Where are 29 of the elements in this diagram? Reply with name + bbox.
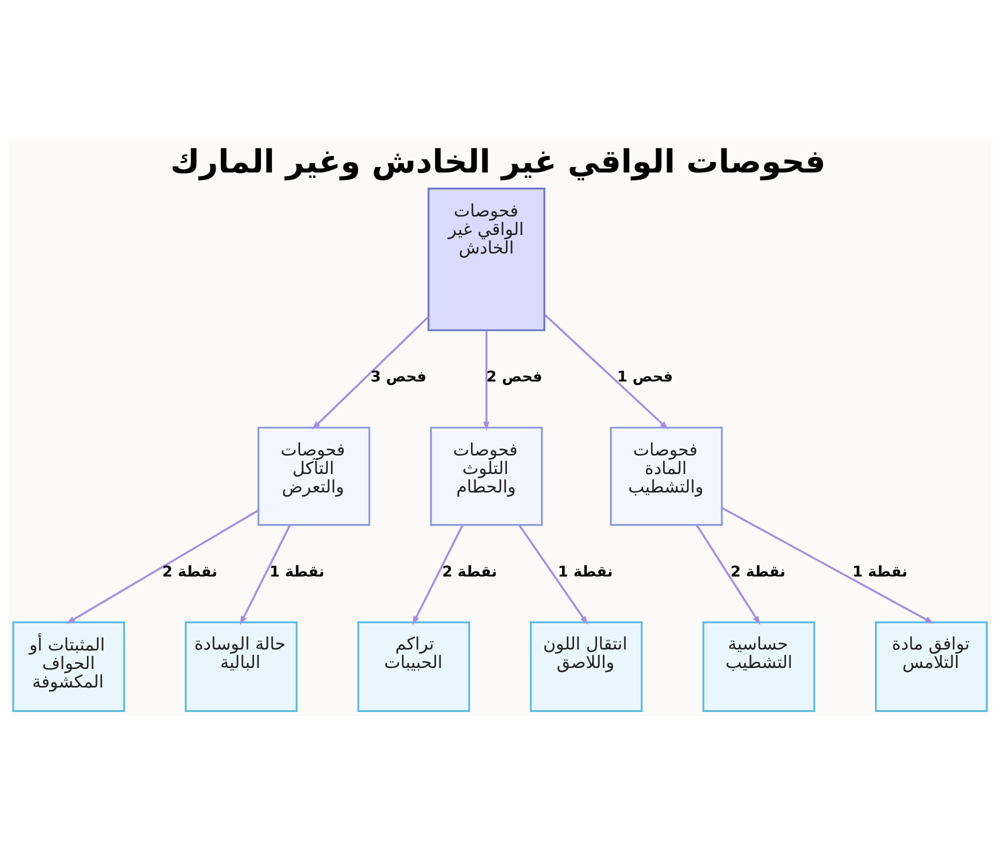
arrow bbox=[240, 524, 291, 625]
arrow bbox=[66, 510, 259, 624]
arrow bbox=[518, 524, 588, 625]
node-box: حساسية التشطيب bbox=[702, 621, 816, 712]
node-box: تراكم الحبيبات bbox=[357, 621, 470, 712]
arrow bbox=[412, 524, 464, 625]
arrow bbox=[696, 524, 760, 625]
edge-label: نقطة 1 bbox=[852, 563, 908, 580]
node-box: فحوصات الواقي غير الخادش bbox=[428, 188, 546, 332]
arrow bbox=[721, 507, 934, 624]
diagram-title: فحوصات الواقي غير الخادش وغير المارك bbox=[170, 142, 826, 180]
node-box: انتقال اللون واللاصق bbox=[530, 621, 643, 712]
edge-label: فحص 1 bbox=[617, 368, 673, 386]
edge-label: نقطة 1 bbox=[270, 563, 324, 580]
node-box: توافق مادة التلامس bbox=[874, 621, 988, 712]
node-box: فحوصات التآكل والتعرض bbox=[258, 426, 370, 526]
node-box: المثبتات أو الحواف المكشوفة bbox=[12, 621, 126, 712]
node-box: فحوصات المادة والتشطيب bbox=[610, 426, 723, 526]
arrow bbox=[483, 330, 490, 431]
node-box: فحوصات التلوث والحطام bbox=[430, 426, 543, 526]
node-box: حالة الوسادة البالية bbox=[184, 621, 298, 712]
arrow bbox=[312, 316, 430, 430]
edge-label: فحص 2 bbox=[486, 368, 542, 386]
edge-label: نقطة 2 bbox=[730, 563, 786, 580]
edge-label: نقطة 1 bbox=[558, 563, 613, 580]
arrow bbox=[544, 314, 669, 430]
edge-label: نقطة 2 bbox=[162, 563, 218, 580]
edge-label: فحص 3 bbox=[370, 368, 426, 386]
edge-label: نقطة 2 bbox=[442, 563, 498, 580]
